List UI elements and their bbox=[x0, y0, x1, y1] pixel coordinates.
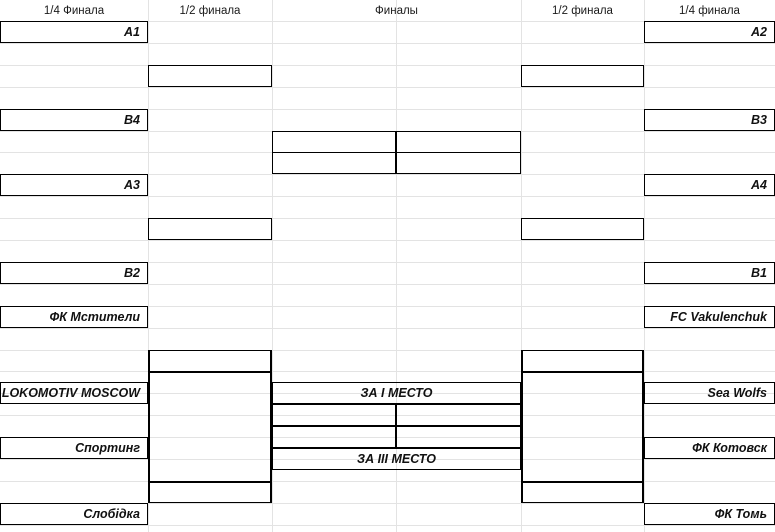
gridline bbox=[0, 328, 775, 329]
slot-a4[interactable]: A4 bbox=[644, 174, 775, 196]
gridline bbox=[0, 196, 775, 197]
team-lokomotiv[interactable]: LOKOMOTIV MOSCOW bbox=[0, 382, 148, 404]
slot-a3[interactable]: A3 bbox=[0, 174, 148, 196]
gridline bbox=[0, 174, 775, 175]
header-semi-left: 1/2 финала bbox=[179, 5, 241, 17]
semi-left-upper[interactable] bbox=[148, 65, 272, 87]
title-third-place: ЗА III МЕСТО bbox=[272, 448, 521, 470]
gridline bbox=[521, 0, 522, 532]
gridline bbox=[0, 109, 775, 110]
gridline bbox=[0, 284, 775, 285]
gridline bbox=[0, 350, 775, 351]
connector-right-vertical bbox=[521, 350, 523, 503]
bfinal-first-left[interactable] bbox=[272, 404, 396, 426]
gridline bbox=[396, 0, 397, 532]
final-lower-left[interactable] bbox=[272, 152, 396, 174]
bsemi-right-lower[interactable] bbox=[521, 481, 644, 503]
slot-a1[interactable]: A1 bbox=[0, 21, 148, 43]
connector-left-lower-divider bbox=[148, 481, 272, 483]
gridline bbox=[0, 437, 775, 438]
gridline bbox=[0, 262, 775, 263]
slot-b2[interactable]: B2 bbox=[0, 262, 148, 284]
final-upper-left[interactable] bbox=[272, 131, 396, 153]
semi-left-lower[interactable] bbox=[148, 218, 272, 240]
connector-right-lower-divider bbox=[521, 481, 644, 483]
gridline bbox=[0, 459, 775, 460]
team-sporting[interactable]: Спортинг bbox=[0, 437, 148, 459]
team-kotovsk[interactable]: ФК Котовск bbox=[644, 437, 775, 459]
team-slobidka[interactable]: Слобiдка bbox=[0, 503, 148, 525]
team-mstiteli[interactable]: ФК Мстители bbox=[0, 306, 148, 328]
header-semi-right: 1/2 финала bbox=[552, 5, 613, 17]
gridline bbox=[272, 0, 273, 532]
final-upper-right[interactable] bbox=[396, 131, 521, 153]
gridline bbox=[0, 87, 775, 88]
bfinal-first-right[interactable] bbox=[396, 404, 521, 426]
slot-b4[interactable]: B4 bbox=[0, 109, 148, 131]
team-seawolfs[interactable]: Sea Wolfs bbox=[644, 382, 775, 404]
semi-right-lower[interactable] bbox=[521, 218, 644, 240]
bfinal-third-left[interactable] bbox=[272, 426, 396, 448]
gridline bbox=[0, 43, 775, 44]
semi-right-upper[interactable] bbox=[521, 65, 644, 87]
gridline bbox=[0, 65, 775, 66]
gridline bbox=[0, 218, 775, 219]
final-lower-right[interactable] bbox=[396, 152, 521, 174]
bsemi-right-upper[interactable] bbox=[521, 350, 644, 372]
connector-right-inner-vertical bbox=[642, 350, 644, 503]
slot-a2[interactable]: A2 bbox=[644, 21, 775, 43]
gridline bbox=[0, 525, 775, 526]
gridline bbox=[0, 21, 775, 22]
bsemi-left-upper[interactable] bbox=[148, 350, 272, 372]
header-finals: Финалы bbox=[375, 5, 418, 17]
gridline bbox=[148, 0, 149, 532]
connector-left-vertical bbox=[148, 350, 150, 503]
title-first-place: ЗА I МЕСТО bbox=[272, 382, 521, 404]
gridline bbox=[0, 481, 775, 482]
gridline bbox=[0, 371, 775, 372]
bsemi-left-lower[interactable] bbox=[148, 481, 272, 503]
header-quarter-right: 1/4 финала bbox=[679, 5, 740, 17]
gridline bbox=[0, 306, 775, 307]
gridline bbox=[0, 393, 775, 394]
gridline bbox=[0, 240, 775, 241]
connector-right-upper-divider bbox=[521, 371, 644, 373]
connector-left-upper-divider bbox=[148, 371, 272, 373]
team-vakulenchuk[interactable]: FC Vakulenchuk bbox=[644, 306, 775, 328]
slot-b1[interactable]: B1 bbox=[644, 262, 775, 284]
bfinal-third-right[interactable] bbox=[396, 426, 521, 448]
gridline bbox=[0, 503, 775, 504]
header-quarter-left: 1/4 Финала bbox=[43, 5, 105, 17]
slot-b3[interactable]: B3 bbox=[644, 109, 775, 131]
team-tom[interactable]: ФК Томь bbox=[644, 503, 775, 525]
gridline bbox=[0, 415, 775, 416]
connector-left-inner-vertical bbox=[270, 350, 272, 503]
